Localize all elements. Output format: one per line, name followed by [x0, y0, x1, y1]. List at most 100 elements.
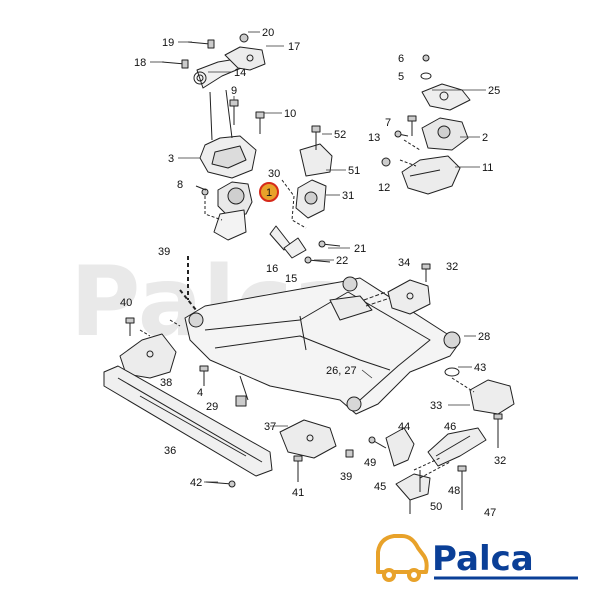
- nut-6: [422, 54, 430, 62]
- bracket-37: [279, 419, 337, 459]
- callout-45: 45: [374, 481, 386, 493]
- bolt-40: [125, 317, 135, 336]
- callout-38: 38: [160, 377, 172, 389]
- nut-29: [235, 395, 247, 407]
- bolt-22: [304, 256, 331, 264]
- bolt-8: [195, 185, 207, 191]
- subframe-26-27: [184, 276, 461, 415]
- callout-4: 4: [197, 387, 203, 399]
- washer-5: [420, 72, 432, 80]
- bolt-9: [229, 99, 239, 125]
- callout-26-27: 26, 27: [326, 365, 357, 377]
- callout-18: 18: [134, 57, 146, 69]
- callout-44: 44: [398, 421, 410, 433]
- callout-15: 15: [285, 273, 297, 285]
- callout-10: 10: [284, 108, 296, 120]
- bracket-45: [395, 473, 431, 501]
- callout-30: 30: [268, 168, 280, 180]
- bolt-41: [293, 455, 303, 482]
- callout-46: 46: [444, 421, 456, 433]
- callout-20: 20: [262, 27, 274, 39]
- callout-48: 48: [448, 485, 460, 497]
- mount-2: [421, 117, 469, 151]
- bolt-49: [368, 436, 387, 449]
- highlight-marker: [259, 182, 279, 202]
- callout-34: 34: [398, 257, 410, 269]
- bolt-21: [318, 240, 341, 248]
- bolt-10: [255, 111, 265, 134]
- palca-logo: Palca: [370, 520, 592, 588]
- callout-41: 41: [292, 487, 304, 499]
- bolt-48-50: [409, 470, 421, 514]
- callout-39-lower: 39: [340, 471, 352, 483]
- bolt-19: [187, 39, 215, 49]
- callout-36: 36: [164, 445, 176, 457]
- callout-8: 8: [177, 179, 183, 191]
- nut-20: [239, 33, 249, 43]
- callout-47: 47: [484, 507, 496, 519]
- mount-11: [401, 155, 461, 195]
- car-logo-icon: [376, 534, 429, 582]
- callout-16: 16: [266, 263, 278, 275]
- callout-7: 7: [385, 117, 391, 129]
- callout-29: 29: [206, 401, 218, 413]
- callout-12: 12: [378, 182, 390, 194]
- bolt-12: [381, 157, 391, 167]
- link-46: [427, 427, 487, 467]
- leader-lines: [150, 31, 486, 483]
- callout-32-upper: 32: [446, 261, 458, 273]
- callout-6: 6: [398, 53, 404, 65]
- bolt-32-lower: [493, 413, 503, 448]
- callout-22: 22: [336, 255, 348, 267]
- nut-39-lower: [345, 449, 354, 458]
- callout-42: 42: [190, 477, 202, 489]
- callout-labels: 19 20 17 18 14 9 10 3 8 52 30 51 31 6 5 …: [120, 27, 506, 519]
- bolt-7: [407, 115, 417, 136]
- bolt-32-upper: [421, 263, 431, 282]
- callout-37: 37: [264, 421, 276, 433]
- callout-1: 1: [266, 187, 272, 199]
- callout-19: 19: [162, 37, 174, 49]
- callout-11: 11: [482, 162, 493, 174]
- washer-43: [444, 367, 460, 377]
- callout-50: 50: [430, 501, 442, 513]
- bolt-47: [457, 465, 467, 510]
- callout-33: 33: [430, 400, 442, 412]
- bracket-33: [469, 379, 515, 415]
- callout-49: 49: [364, 457, 376, 469]
- bolt-4: [199, 365, 209, 386]
- engine-mount-1: [201, 181, 253, 241]
- callout-2: 2: [482, 132, 488, 144]
- bracket-44: [385, 427, 415, 467]
- bracket-51: [299, 143, 333, 177]
- mount-31: [281, 179, 327, 229]
- callout-32-lower: 32: [494, 455, 506, 467]
- callout-43: 43: [474, 362, 486, 374]
- callout-25: 25: [488, 85, 500, 97]
- crossmember-36: [103, 365, 273, 477]
- callout-51: 51: [348, 165, 360, 177]
- callout-14: 14: [234, 67, 246, 79]
- link-16: [269, 225, 307, 259]
- callout-5: 5: [398, 71, 404, 83]
- callout-9: 9: [231, 85, 237, 97]
- bolt-42: [205, 480, 236, 488]
- bolt-13: [394, 130, 409, 138]
- mount-25: [421, 83, 471, 111]
- callout-3: 3: [168, 153, 174, 165]
- callout-31: 31: [342, 190, 354, 202]
- callout-52: 52: [334, 129, 346, 141]
- bolt-52: [311, 125, 321, 150]
- callout-40: 40: [120, 297, 132, 309]
- bolt-18: [161, 59, 189, 69]
- callout-21: 21: [354, 243, 366, 255]
- logo-text: Palca: [432, 539, 534, 579]
- upper-mount-assembly: [193, 46, 266, 179]
- callout-17: 17: [288, 41, 300, 53]
- callout-39-upper: 39: [158, 246, 170, 258]
- bracket-34: [387, 279, 431, 315]
- callout-28: 28: [478, 331, 490, 343]
- callout-13: 13: [368, 132, 380, 144]
